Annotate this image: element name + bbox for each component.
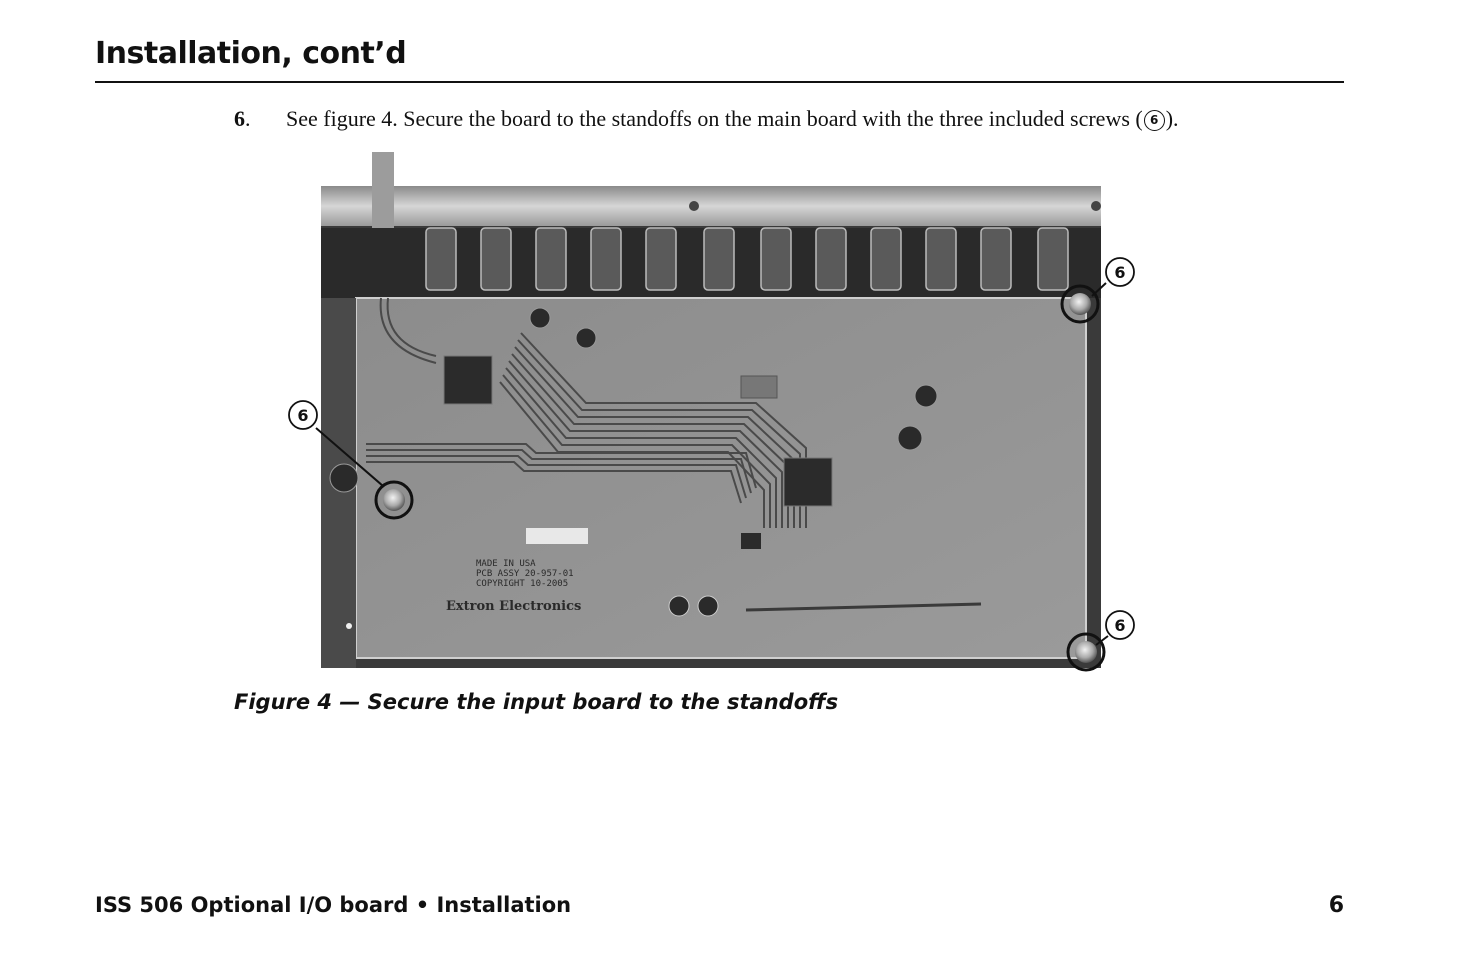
svg-text:6: 6: [1114, 263, 1125, 282]
svg-text:COPYRIGHT 10-2005: COPYRIGHT 10-2005: [476, 579, 568, 589]
page-number: 6: [1328, 893, 1344, 918]
step-text-after: ).: [1165, 106, 1179, 131]
callout-6-bottom-right-icon: 6: [1105, 610, 1135, 640]
step-text: See figure 4. Secure the board to the st…: [286, 106, 1179, 132]
step-number: 6.: [234, 106, 251, 131]
standoff-screw-top-right: [1060, 284, 1100, 324]
step-text-before: See figure 4. Secure the board to the st…: [286, 106, 1143, 131]
page-title: Installation, cont’d: [95, 36, 407, 71]
board-silkscreen-text: COPYRIGHT 10-2005 PCB ASSY 20-957-01 MAD…: [446, 559, 581, 614]
callout-6-top-right-icon: 6: [1105, 257, 1135, 287]
standoff-screw-left: [374, 480, 414, 520]
svg-text:6: 6: [1114, 616, 1125, 635]
svg-text:Extron Electronics: Extron Electronics: [446, 599, 581, 614]
figure-caption: Figure 4 — Secure the input board to the…: [234, 690, 839, 714]
footer-document-title: ISS 506 Optional I/O board • Installatio…: [95, 893, 572, 917]
board-components: [329, 307, 982, 629]
title-divider: [95, 81, 1344, 83]
callout-leaders: [315, 282, 1109, 646]
front-panel-rail: [321, 152, 1101, 228]
svg-text:PCB ASSY 20-957-01: PCB ASSY 20-957-01: [476, 569, 574, 579]
standoff-screw-bottom-right: [1066, 632, 1106, 672]
svg-text:MADE IN USA: MADE IN USA: [476, 559, 536, 569]
figure-board-photo: COPYRIGHT 10-2005 PCB ASSY 20-957-01 MAD…: [286, 148, 1146, 673]
svg-text:6: 6: [297, 406, 308, 425]
board-traces: [366, 297, 807, 528]
step-callout-icon: 6: [1143, 110, 1165, 131]
rca-connectors: [425, 227, 1069, 291]
callout-6-left-icon: 6: [288, 400, 318, 430]
